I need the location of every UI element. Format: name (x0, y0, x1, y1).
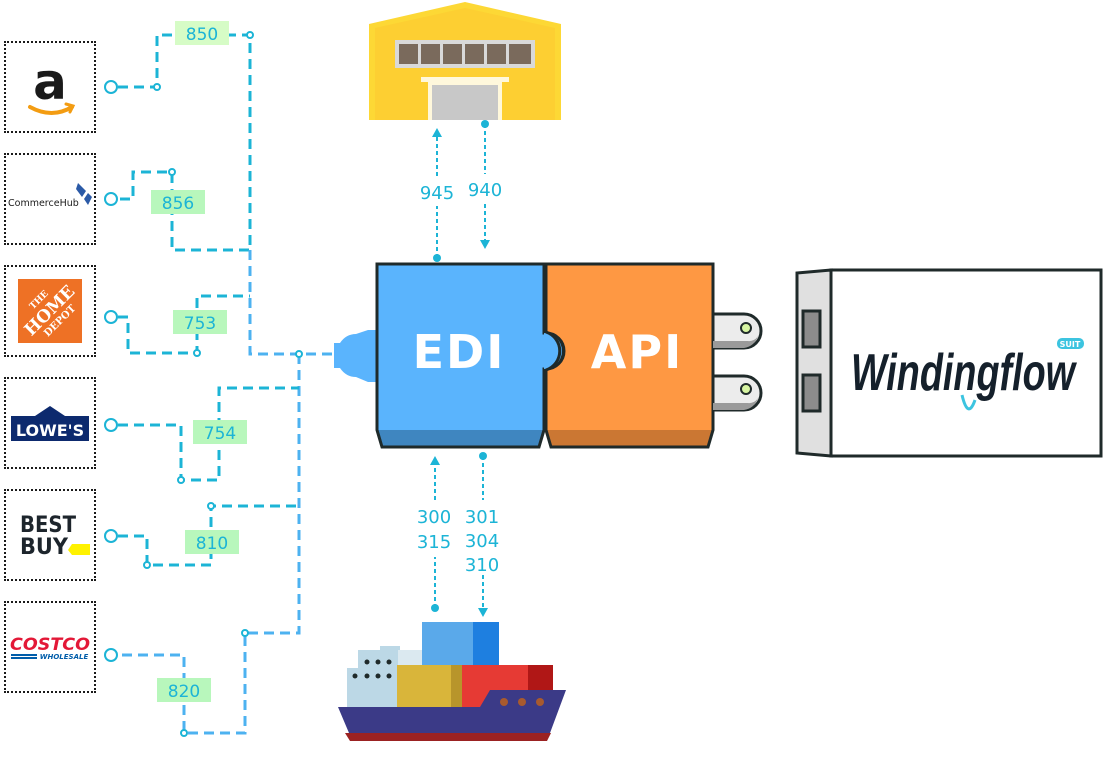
code-315-text: 315 (417, 532, 451, 553)
partner-commercehub[interactable]: CommerceHub (4, 153, 96, 245)
code-label-810: 810 (185, 530, 239, 554)
code-810-text: 810 (196, 534, 228, 554)
junction (207, 502, 215, 510)
flow-shipping-out: 301 304 310 (465, 452, 499, 617)
cargo-ship-icon[interactable] (338, 622, 566, 741)
junction (246, 31, 254, 39)
windingflow-device[interactable]: Windingflow SUIT (795, 268, 1103, 458)
junction (180, 729, 188, 737)
usb-port-icon (801, 309, 822, 349)
code-850-text: 850 (186, 25, 218, 45)
wire-bestbuy (118, 504, 299, 567)
code-753-text: 753 (184, 314, 216, 334)
plug-prong-icon (711, 312, 763, 350)
wire-homedepot (118, 294, 250, 355)
junction (295, 350, 303, 358)
port-homedepot[interactable] (104, 310, 118, 324)
ports (104, 31, 303, 737)
partner-costco[interactable]: COSTCO WHOLESALE (4, 601, 96, 693)
junction (143, 561, 151, 569)
svg-text:a: a (33, 53, 67, 111)
flow-warehouse-out: 940 (468, 120, 502, 249)
code-820-text: 820 (168, 682, 200, 702)
svg-text:BUY: BUY (20, 535, 69, 560)
junction (168, 168, 176, 176)
windingflow-logo: Windingflow (851, 344, 1078, 402)
code-label-850: 850 (175, 21, 229, 45)
lowes-logo: LOWE'S (11, 406, 89, 441)
edi-block[interactable]: EDI (375, 262, 564, 449)
edi-label: EDI (413, 325, 506, 379)
junction (241, 629, 249, 637)
port-amazon[interactable] (104, 80, 118, 94)
port-bestbuy[interactable] (104, 529, 118, 543)
partner-lowes[interactable]: LOWE'S (4, 377, 96, 469)
junction (177, 476, 185, 484)
code-label-753: 753 (173, 310, 227, 334)
code-945-text: 945 (420, 183, 454, 204)
wire-amazon (118, 33, 252, 252)
code-856-text: 856 (162, 194, 194, 214)
code-304-text: 304 (465, 531, 499, 552)
api-label: API (591, 325, 683, 379)
svg-text:BEST: BEST (20, 513, 76, 538)
api-block[interactable]: API (544, 262, 715, 449)
svg-text:WHOLESALE: WHOLESALE (40, 653, 89, 661)
flow-warehouse-in: 945 (420, 128, 454, 262)
code-754-text: 754 (204, 424, 236, 444)
code-label-754: 754 (193, 420, 247, 444)
wire-branch (118, 354, 301, 735)
port-costco[interactable] (104, 648, 118, 662)
partner-bestbuy[interactable]: BEST BUY (4, 489, 96, 581)
commercehub-logo: CommerceHub (8, 183, 92, 209)
bestbuy-logo: BEST BUY (20, 513, 90, 560)
wire-lowes (118, 386, 299, 482)
port-lowes[interactable] (104, 418, 118, 432)
port-commercehub[interactable] (104, 192, 118, 206)
usb-port-icon (801, 373, 822, 413)
junction (153, 83, 161, 91)
suit-badge: SUIT (1060, 340, 1081, 349)
code-label-856: 856 (151, 190, 205, 214)
svg-text:CommerceHub: CommerceHub (8, 198, 79, 209)
svg-text:COSTCO: COSTCO (10, 635, 90, 655)
plug-prong-icon (711, 374, 763, 412)
wires (118, 33, 335, 735)
homedepot-logo: THE HOME DEPOT (18, 279, 82, 343)
partner-homedepot[interactable]: THE HOME DEPOT (4, 265, 96, 357)
edi-connector-icon (334, 330, 377, 382)
code-301-text: 301 (465, 507, 499, 528)
amazon-logo: a (28, 53, 76, 115)
integration-hub[interactable]: EDI API (334, 262, 763, 449)
junction (193, 349, 201, 357)
code-940-text: 940 (468, 180, 502, 201)
svg-text:LOWE'S: LOWE'S (16, 421, 84, 440)
flow-shipping-in: 300 315 (417, 456, 451, 612)
code-300-text: 300 (417, 507, 451, 528)
warehouse-icon[interactable] (369, 2, 561, 120)
partner-amazon[interactable]: a (4, 41, 96, 133)
costco-logo: COSTCO WHOLESALE (10, 635, 90, 661)
wire-trunk (248, 250, 335, 356)
code-310-text: 310 (465, 555, 499, 576)
code-label-820: 820 (157, 678, 211, 702)
